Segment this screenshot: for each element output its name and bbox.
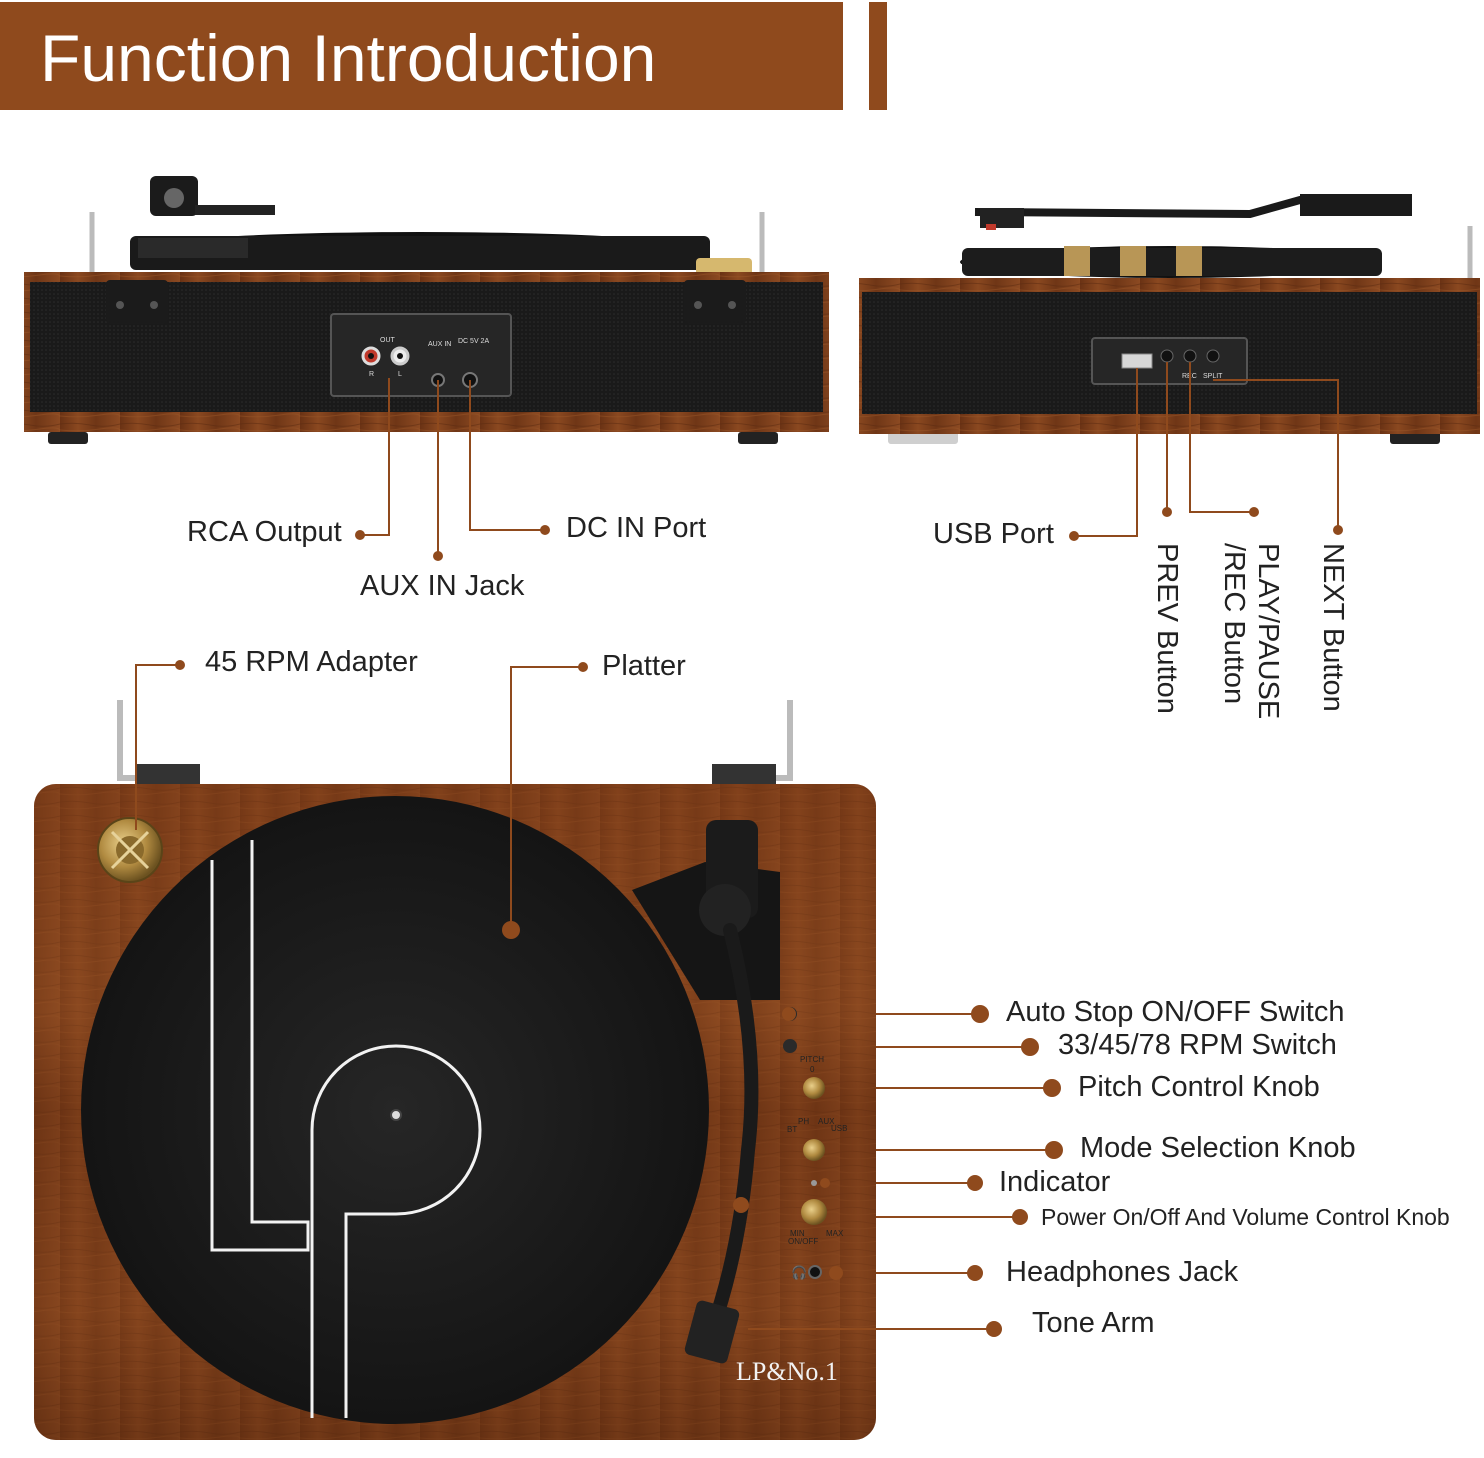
headphones-dot bbox=[967, 1265, 983, 1281]
label-prev-button: PREV Button bbox=[1151, 543, 1183, 714]
control-panel: PITCH 0 PH AUX BT USB MIN MAX ON/OFF 🎧 bbox=[783, 1007, 847, 1281]
title-accent-bar bbox=[869, 2, 887, 110]
side-view-leaders bbox=[1074, 362, 1339, 537]
label-platter: Platter bbox=[602, 650, 686, 682]
panel-split-label: SPLIT bbox=[1203, 373, 1223, 380]
panel-onoff-label: ON/OFF bbox=[788, 1237, 818, 1246]
rpm-adapter[interactable] bbox=[97, 817, 163, 883]
panel-max-label: MAX bbox=[826, 1229, 844, 1238]
panel-dc-label: DC 5V 2A bbox=[458, 338, 489, 345]
panel-bt-label: BT bbox=[787, 1125, 797, 1134]
panel-aux-label: AUX bbox=[818, 1117, 835, 1126]
next-button[interactable] bbox=[1206, 349, 1220, 363]
next-button-dot bbox=[1333, 525, 1343, 535]
label-tone-arm: Tone Arm bbox=[1032, 1307, 1155, 1339]
tone-arm[interactable] bbox=[632, 820, 780, 1365]
label-usb-port: USB Port bbox=[933, 518, 1054, 550]
power-volume-knob[interactable] bbox=[801, 1199, 827, 1225]
power-volume-dot bbox=[1012, 1209, 1028, 1225]
panel-min-label: MIN bbox=[790, 1229, 805, 1238]
panel-r-label: R bbox=[369, 371, 374, 378]
top-view-turntable: PITCH 0 PH AUX BT USB MIN MAX ON/OFF 🎧 L… bbox=[34, 700, 876, 1440]
page-title: Function Introduction bbox=[40, 21, 657, 95]
auto-stop-point-dot bbox=[782, 1007, 796, 1021]
platter-dot bbox=[578, 662, 588, 672]
mode-selection-knob[interactable] bbox=[803, 1139, 825, 1161]
label-rca-output: RCA Output bbox=[187, 516, 342, 548]
label-indicator: Indicator bbox=[999, 1166, 1111, 1198]
rpm-switch-dot bbox=[1021, 1038, 1039, 1056]
rpm-switch[interactable] bbox=[783, 1039, 797, 1053]
auto-stop-dot bbox=[971, 1005, 989, 1023]
brand-logo: LP&No.1 bbox=[736, 1357, 838, 1386]
indicator-light bbox=[811, 1180, 817, 1186]
label-play-pause-rec: PLAY/PAUSE /REC Button bbox=[1218, 543, 1284, 720]
label-next-button: NEXT Button bbox=[1317, 543, 1349, 712]
label-rpm-switch: 33/45/78 RPM Switch bbox=[1058, 1029, 1337, 1061]
panel-ph-label: PH bbox=[798, 1117, 809, 1126]
spindle bbox=[390, 1109, 402, 1121]
rca-output-dot bbox=[355, 530, 365, 540]
play-pause-dot bbox=[1249, 507, 1259, 517]
panel-pitch-label: PITCH bbox=[800, 1055, 824, 1064]
label-aux-in-jack: AUX IN Jack bbox=[360, 570, 525, 602]
headphones-point-dot bbox=[829, 1266, 843, 1280]
prev-button[interactable] bbox=[1160, 349, 1174, 363]
label-dc-in-port: DC IN Port bbox=[566, 512, 707, 544]
top-view-leaders bbox=[135, 664, 1054, 1330]
dc-in-dot bbox=[540, 525, 550, 535]
panel-usb-label: USB bbox=[831, 1124, 847, 1133]
headphones-icon: 🎧 bbox=[791, 1265, 807, 1281]
prev-button-dot bbox=[1162, 507, 1172, 517]
label-auto-stop: Auto Stop ON/OFF Switch bbox=[1006, 996, 1345, 1028]
platter-lp-logo bbox=[210, 840, 482, 1418]
aux-in-dot bbox=[433, 551, 443, 561]
play-pause-rec-button[interactable] bbox=[1183, 349, 1197, 363]
label-headphones-jack: Headphones Jack bbox=[1006, 1256, 1239, 1288]
panel-out-label: OUT bbox=[380, 337, 396, 344]
label-45-rpm-adapter: 45 RPM Adapter bbox=[205, 646, 418, 678]
headphones-jack[interactable] bbox=[808, 1265, 822, 1279]
panel-l-label: L bbox=[398, 371, 402, 378]
back-io-panel bbox=[330, 313, 512, 397]
side-view-turntable: REC SPLIT bbox=[859, 194, 1480, 444]
back-view-turntable: OUT AUX IN DC 5V 2A R L bbox=[24, 176, 829, 444]
usb-port-dot bbox=[1069, 531, 1079, 541]
panel-pitch-zero: 0 bbox=[810, 1065, 815, 1074]
label-mode-selection-knob: Mode Selection Knob bbox=[1080, 1132, 1356, 1164]
top-view-dots bbox=[175, 660, 1063, 1337]
tone-arm-dot bbox=[986, 1321, 1002, 1337]
title-banner: Function Introduction bbox=[0, 2, 843, 110]
tone-arm-point-dot bbox=[733, 1197, 749, 1213]
mode-knob-dot bbox=[1045, 1141, 1063, 1159]
pitch-knob-dot bbox=[1043, 1079, 1061, 1097]
platter-point-dot bbox=[502, 921, 520, 939]
back-view-leaders bbox=[360, 378, 545, 556]
indicator-point-dot bbox=[820, 1178, 830, 1188]
pitch-control-knob[interactable] bbox=[803, 1077, 825, 1099]
label-power-volume-knob: Power On/Off And Volume Control Knob bbox=[1041, 1204, 1450, 1230]
label-pitch-control-knob: Pitch Control Knob bbox=[1078, 1071, 1320, 1103]
usb-port[interactable] bbox=[1121, 353, 1153, 369]
adapter-dot bbox=[175, 660, 185, 670]
panel-aux-label: AUX IN bbox=[428, 341, 451, 348]
indicator-dot bbox=[967, 1175, 983, 1191]
